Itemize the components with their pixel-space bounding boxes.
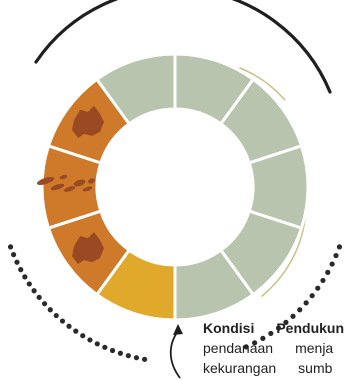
curved-arrow — [169, 330, 181, 379]
caption-line-3-word-1: kekurangan — [203, 360, 277, 376]
dot — [315, 285, 321, 291]
dot — [47, 307, 53, 313]
dot — [142, 356, 148, 362]
dot — [268, 330, 274, 337]
dot — [26, 281, 32, 287]
dot — [102, 344, 108, 350]
dot — [73, 328, 79, 334]
dot — [290, 313, 296, 319]
caption-title-word-2: Pendukun — [276, 320, 345, 336]
dot — [80, 333, 86, 339]
dot — [283, 319, 289, 325]
dot — [309, 293, 315, 299]
indonesia-map-icon — [36, 174, 95, 192]
caption-line-1: Kondisi Pendukun — [203, 318, 356, 338]
caption-line-2-word-2: menja — [295, 340, 334, 356]
caption-title-word-1: Kondisi — [203, 320, 255, 336]
dot — [41, 301, 48, 307]
arrow-head-icon — [173, 324, 183, 335]
dot — [303, 300, 309, 306]
dot — [36, 294, 42, 300]
dot — [329, 261, 335, 267]
dot — [125, 353, 131, 359]
borneo-map-icon — [72, 232, 105, 265]
inner-arc-top-right — [239, 67, 286, 101]
outer-arc-top — [34, 0, 332, 94]
dot — [275, 325, 282, 331]
dot — [133, 355, 140, 361]
caption-line-2-word-1: pendanaan — [203, 340, 274, 356]
caption-line-2: pendanaan menja — [203, 338, 356, 358]
dot — [53, 312, 59, 319]
dot — [94, 341, 100, 347]
caption-line-3: kekurangan sumb — [203, 358, 356, 378]
dot — [87, 337, 93, 343]
dotted-arc — [7, 244, 343, 362]
dot — [22, 274, 28, 280]
caption-line-3-word-2: sumb — [298, 360, 333, 376]
dot — [109, 347, 116, 354]
ring — [36, 52, 310, 322]
caption-text: Kondisi Pendukun pendanaan menja kekuranga… — [203, 318, 356, 378]
dot — [336, 244, 343, 250]
dot — [243, 344, 249, 350]
dot — [260, 335, 266, 341]
dot — [7, 244, 14, 250]
dot — [31, 288, 37, 294]
dot — [117, 350, 123, 356]
dot — [297, 307, 303, 313]
dot — [14, 259, 20, 265]
dot — [252, 340, 258, 346]
dot — [10, 252, 17, 258]
dot — [66, 323, 72, 329]
dot — [325, 269, 331, 275]
dot — [18, 267, 24, 273]
sumatra-map-icon — [72, 105, 105, 138]
dot — [320, 277, 326, 284]
dot — [333, 252, 339, 259]
dot — [59, 318, 66, 324]
